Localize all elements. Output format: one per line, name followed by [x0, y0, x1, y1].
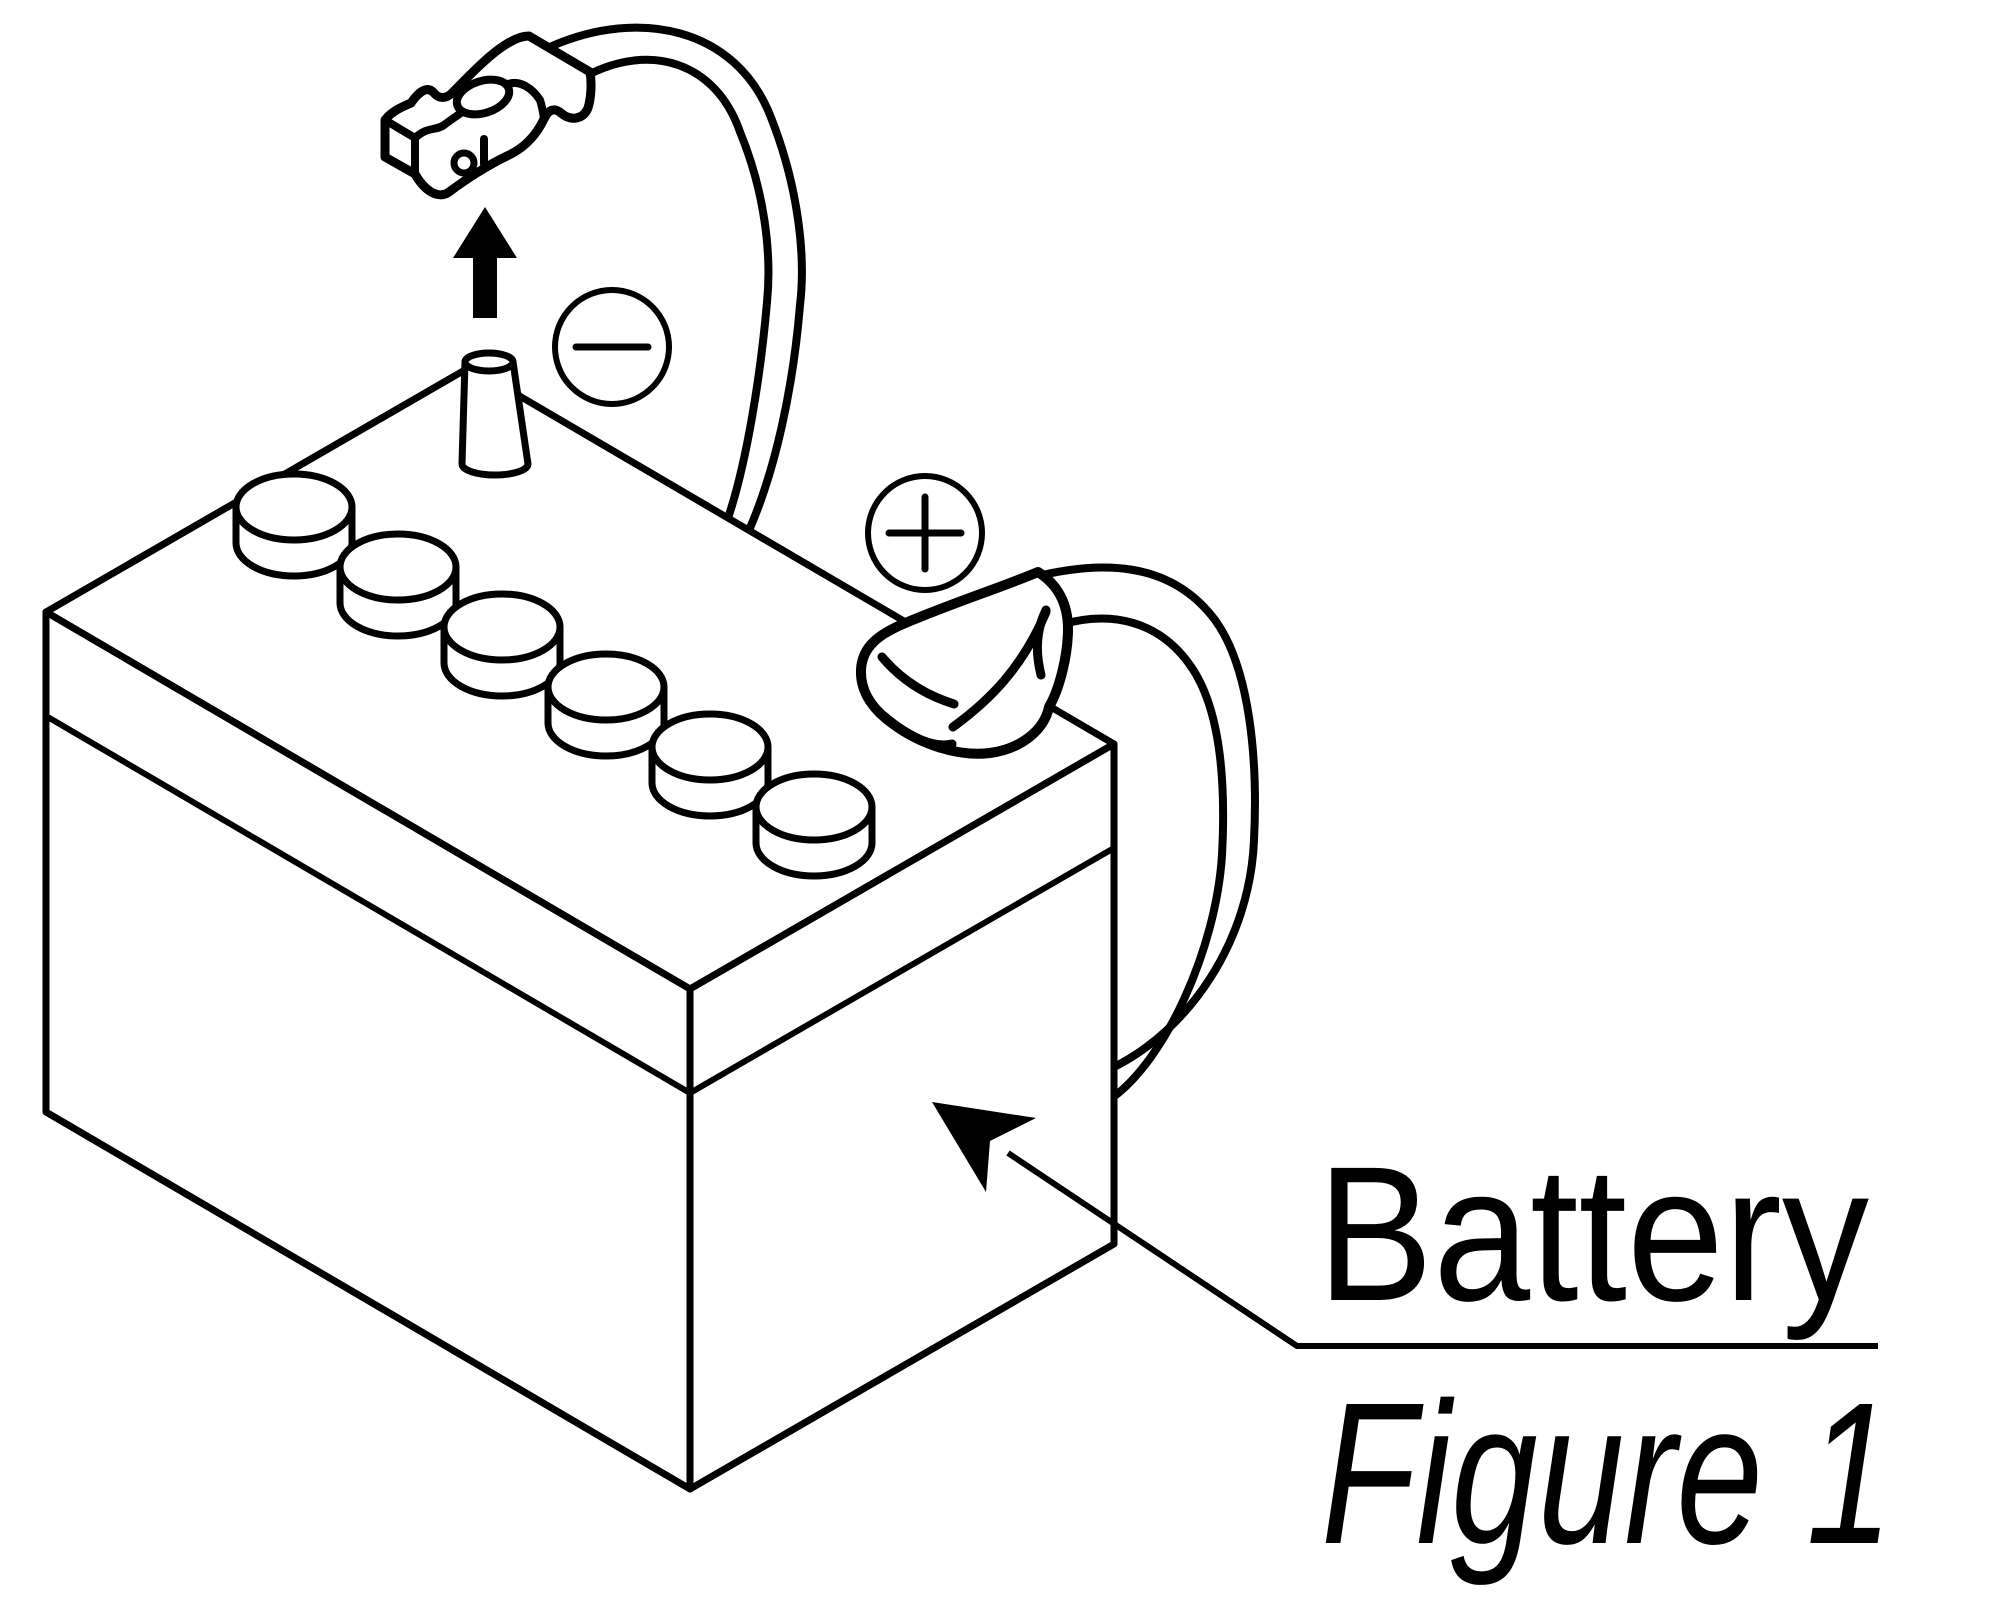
positive-cable-inner-line [1056, 614, 1228, 1102]
clamp-end-cap-top-edge [381, 116, 419, 142]
boot-fold-line [879, 711, 957, 750]
figure-caption: Figure 1 [1321, 1360, 1893, 1586]
label-leader [932, 1102, 1878, 1349]
positive-terminal-boot [856, 567, 1073, 759]
boot-fold-line [877, 652, 959, 709]
cell-cap [752, 770, 876, 880]
cell-cap [232, 470, 356, 580]
battery-label: Battery [1317, 1126, 1869, 1341]
leader-underline [1006, 1150, 1878, 1349]
cell-cap [648, 710, 772, 820]
boot-fold-line [1032, 605, 1051, 680]
negative-cable-clamp [380, 31, 596, 200]
cell-cap [440, 590, 564, 700]
clamp-terminal-hole [452, 75, 514, 119]
positive-cable [1026, 563, 1259, 1102]
negative-terminal-post [458, 349, 532, 479]
positive-cable-outer-line [1026, 563, 1259, 1072]
clamp-bolt-hole [450, 149, 478, 177]
removal-arrow-icon [453, 207, 517, 318]
negative-cable-outer-line [548, 23, 806, 532]
label-pointer-arrow-icon [932, 1102, 1036, 1192]
cell-cap [336, 530, 460, 640]
negative-cable [548, 23, 806, 532]
plus-icon [865, 473, 985, 593]
battery-lid-rim-line [44, 713, 1116, 1096]
battery-right-face [686, 740, 1118, 1493]
cell-cap [544, 650, 668, 760]
battery-cell-caps [232, 470, 876, 880]
negative-cable-inner-line [582, 55, 773, 522]
minus-icon [552, 287, 672, 407]
